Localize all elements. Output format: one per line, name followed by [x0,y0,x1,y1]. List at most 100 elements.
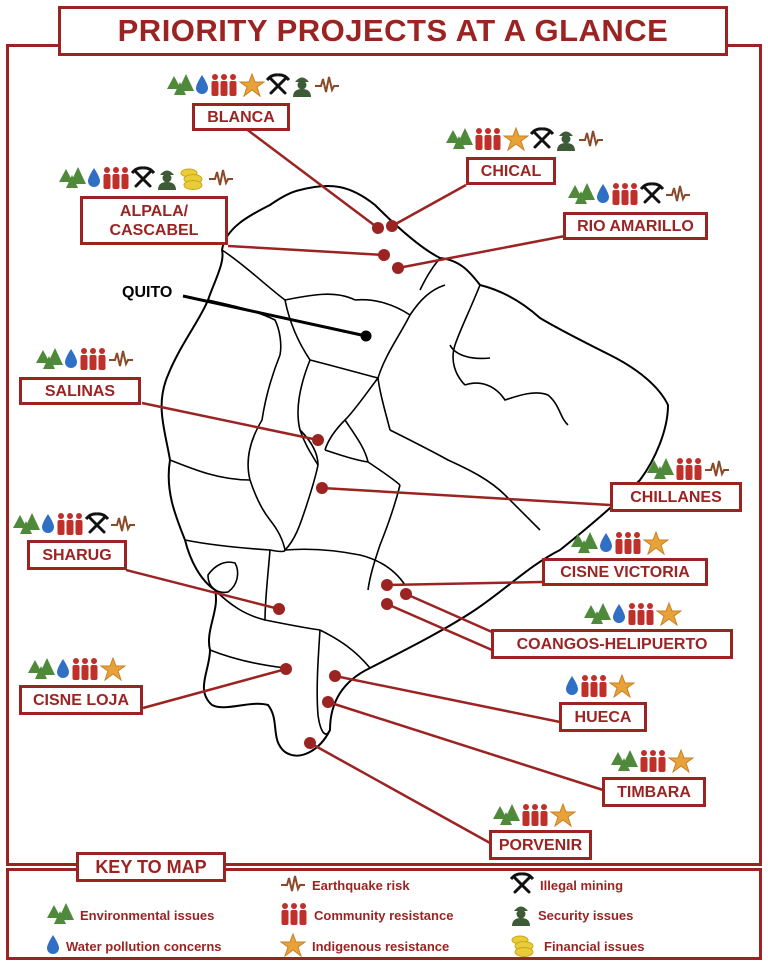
project-dots [273,220,412,749]
key-item-financial: Financial issues [510,935,644,957]
province-lines [169,249,569,735]
water-icon [565,674,579,698]
tree-icon [492,803,520,827]
tree-icon [610,749,638,773]
tree-icon [27,657,55,681]
tree-icon [445,127,473,151]
country-outline [160,184,670,757]
key-frame [6,868,762,960]
quake-icon [208,166,234,190]
people-icon [474,127,502,151]
tree-icon [58,166,86,190]
key-label-community: Community resistance [314,907,454,923]
people-icon [675,457,703,481]
key-title: KEY TO MAP [76,852,226,882]
tree-icon [570,531,598,555]
tree-icon [166,73,194,97]
star-icon [609,674,635,698]
icons-sharug [12,511,136,537]
star-icon [100,657,126,681]
water-icon [46,933,60,960]
pick-icon [509,871,535,899]
project-label-timbara[interactable]: TIMBARA [602,777,706,807]
project-label-hueca[interactable]: HUECA [559,702,647,732]
tree-icon [583,602,611,626]
star-icon [550,803,576,827]
coins-icon [179,166,207,190]
icons-chical [445,126,604,152]
people-icon [79,347,107,371]
project-label-rio-amarillo[interactable]: RIO AMARILLO [563,212,708,240]
leader-lines [125,127,611,845]
people-icon [611,182,639,206]
people-icon [521,803,549,827]
quake-icon [665,182,691,206]
project-label-coangos-helipuerto[interactable]: COANGOS-HELIPUERTO [491,629,733,659]
people-icon [627,602,655,626]
icons-coangos [583,601,682,627]
icons-rio-amarillo [567,181,691,207]
water-icon [41,512,55,536]
soldier-icon [291,73,313,97]
pick-icon [530,127,554,151]
key-item-community: Community resistance [280,902,454,929]
people-icon [210,73,238,97]
alpala-line-2: CASCABEL [109,221,199,239]
star-icon [643,531,669,555]
quito-dot [360,330,372,342]
alpala-line-1: ALPALA/ [119,202,189,220]
project-label-blanca[interactable]: BLANCA [192,103,290,131]
tree-icon [12,512,40,536]
pick-icon [640,182,664,206]
tree-icon [46,902,74,929]
icons-cisne-victoria [570,530,669,556]
people-icon [56,512,84,536]
project-label-cisne-loja[interactable]: CISNE LOJA [19,685,143,715]
key-label-environmental: Environmental issues [80,907,215,923]
water-icon [612,602,626,626]
water-icon [599,531,613,555]
quake-icon [110,512,136,536]
water-icon [596,182,610,206]
quake-icon [108,347,134,371]
quito-pointer [182,294,367,338]
people-icon [280,902,308,929]
soldier-icon [156,166,178,190]
quake-icon [704,457,730,481]
soldier-icon [555,127,577,151]
water-icon [87,166,101,190]
people-icon [614,531,642,555]
water-icon [64,347,78,371]
project-label-alpala-cascabel[interactable]: ALPALA/ CASCABEL [80,196,228,245]
icons-alpala [58,165,234,191]
key-label-water: Water pollution concerns [66,938,222,954]
star-icon [239,73,265,97]
project-label-chical[interactable]: CHICAL [466,157,556,185]
people-icon [71,657,99,681]
icons-porvenir [492,802,576,828]
pick-icon [85,512,109,536]
project-label-cisne-victoria[interactable]: CISNE VICTORIA [542,558,708,586]
project-label-sharug[interactable]: SHARUG [27,540,127,570]
people-icon [102,166,130,190]
key-item-earthquake: Earthquake risk [280,874,410,896]
pick-icon [131,166,155,190]
project-label-chillanes[interactable]: CHILLANES [610,482,742,512]
pick-icon [266,73,290,97]
project-label-porvenir[interactable]: PORVENIR [489,830,592,860]
tree-icon [646,457,674,481]
key-label-illegal-mining: Illegal mining [540,877,624,893]
project-label-salinas[interactable]: SALINAS [19,377,141,405]
icons-blanca [166,72,340,98]
tree-icon [35,347,63,371]
tree-icon [567,182,595,206]
key-item-environmental: Environmental issues [46,902,215,929]
key-label-indigenous: Indigenous resistance [312,938,450,954]
star-icon [279,932,307,960]
icons-salinas [35,346,134,372]
key-item-water: Water pollution concerns [46,933,222,960]
key-label-financial: Financial issues [544,938,645,954]
key-item-security: Security issues [510,904,633,926]
quake-icon [280,872,306,899]
icons-hueca [565,673,635,699]
